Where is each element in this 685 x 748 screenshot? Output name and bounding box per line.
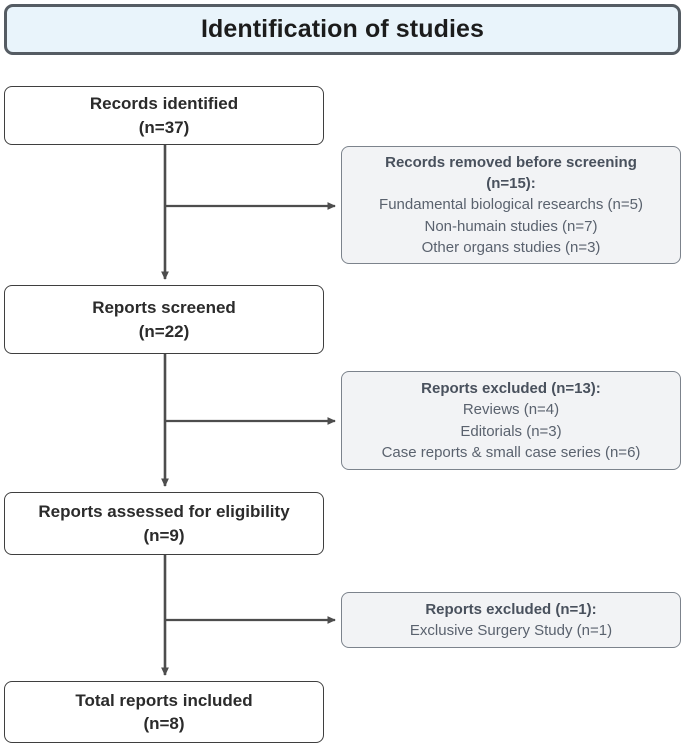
exclusion-heading: Reports excluded (n=13): [421,379,601,397]
node-line: Total reports included [75,690,253,710]
node-records-removed-before-screening: Records removed before screening (n=15):… [341,146,681,264]
node-line: Reports screened [92,298,236,318]
node-reports-screened: Reports screened (n=22) [4,285,324,354]
exclusion-heading: Reports excluded (n=1): [425,600,597,618]
exclusion-reason: Fundamental biological researchs (n=5) [379,196,643,214]
node-records-identified: Records identified (n=37) [4,86,324,145]
node-count: (n=22) [138,321,190,341]
node-count: (n=37) [138,117,190,137]
exclusion-reason: Exclusive Surgery Study (n=1) [409,622,613,639]
exclusion-heading-count: (n=15): [486,175,536,193]
node-total-reports-included: Total reports included (n=8) [4,681,324,743]
node-reports-excluded-1: Reports excluded (n=1): Exclusive Surger… [341,592,681,648]
node-reports-assessed-for-eligibility: Reports assessed for eligibility (n=9) [4,492,324,555]
exclusion-reason: Case reports & small case series (n=6) [381,443,641,461]
node-reports-excluded-13: Reports excluded (n=13): Reviews (n=4) E… [341,371,681,470]
node-count: (n=9) [143,525,185,545]
exclusion-reason: Non-humain studies (n=7) [424,217,598,235]
identification-header-banner: Identification of studies [4,4,681,55]
node-line: Reports assessed for eligibility [38,502,290,522]
node-line: Records identified [89,94,239,114]
exclusion-reason: Editorials (n=3) [460,422,562,440]
exclusion-reason: Reviews (n=4) [462,401,560,419]
exclusion-reason: Other organs studies (n=3) [421,238,601,256]
node-count: (n=8) [143,714,185,733]
page-title: Identification of studies [200,14,485,43]
exclusion-heading: Records removed before screening [385,153,637,171]
